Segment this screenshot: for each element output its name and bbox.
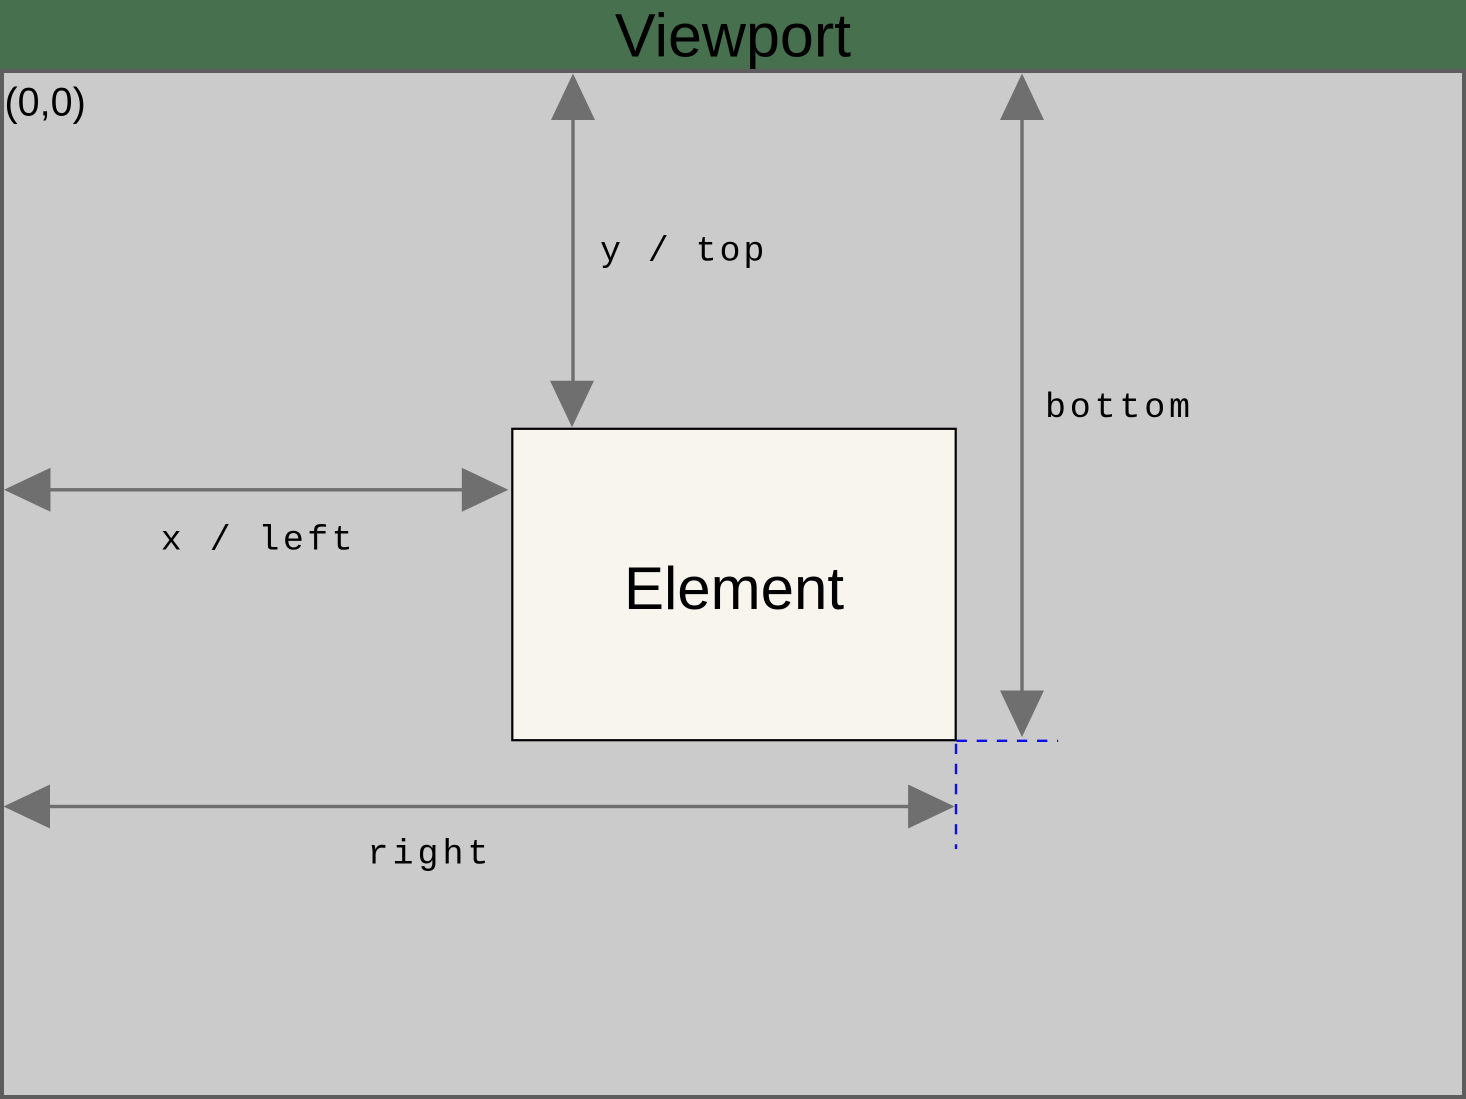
svg-text:Element: Element: [624, 555, 844, 622]
svg-text:y / top: y / top: [600, 232, 767, 272]
svg-text:(0,0): (0,0): [5, 81, 86, 125]
svg-text:bottom: bottom: [1045, 388, 1194, 428]
svg-text:x / left: x / left: [161, 520, 356, 560]
svg-text:right: right: [368, 835, 493, 875]
svg-text:Viewport: Viewport: [615, 2, 851, 70]
